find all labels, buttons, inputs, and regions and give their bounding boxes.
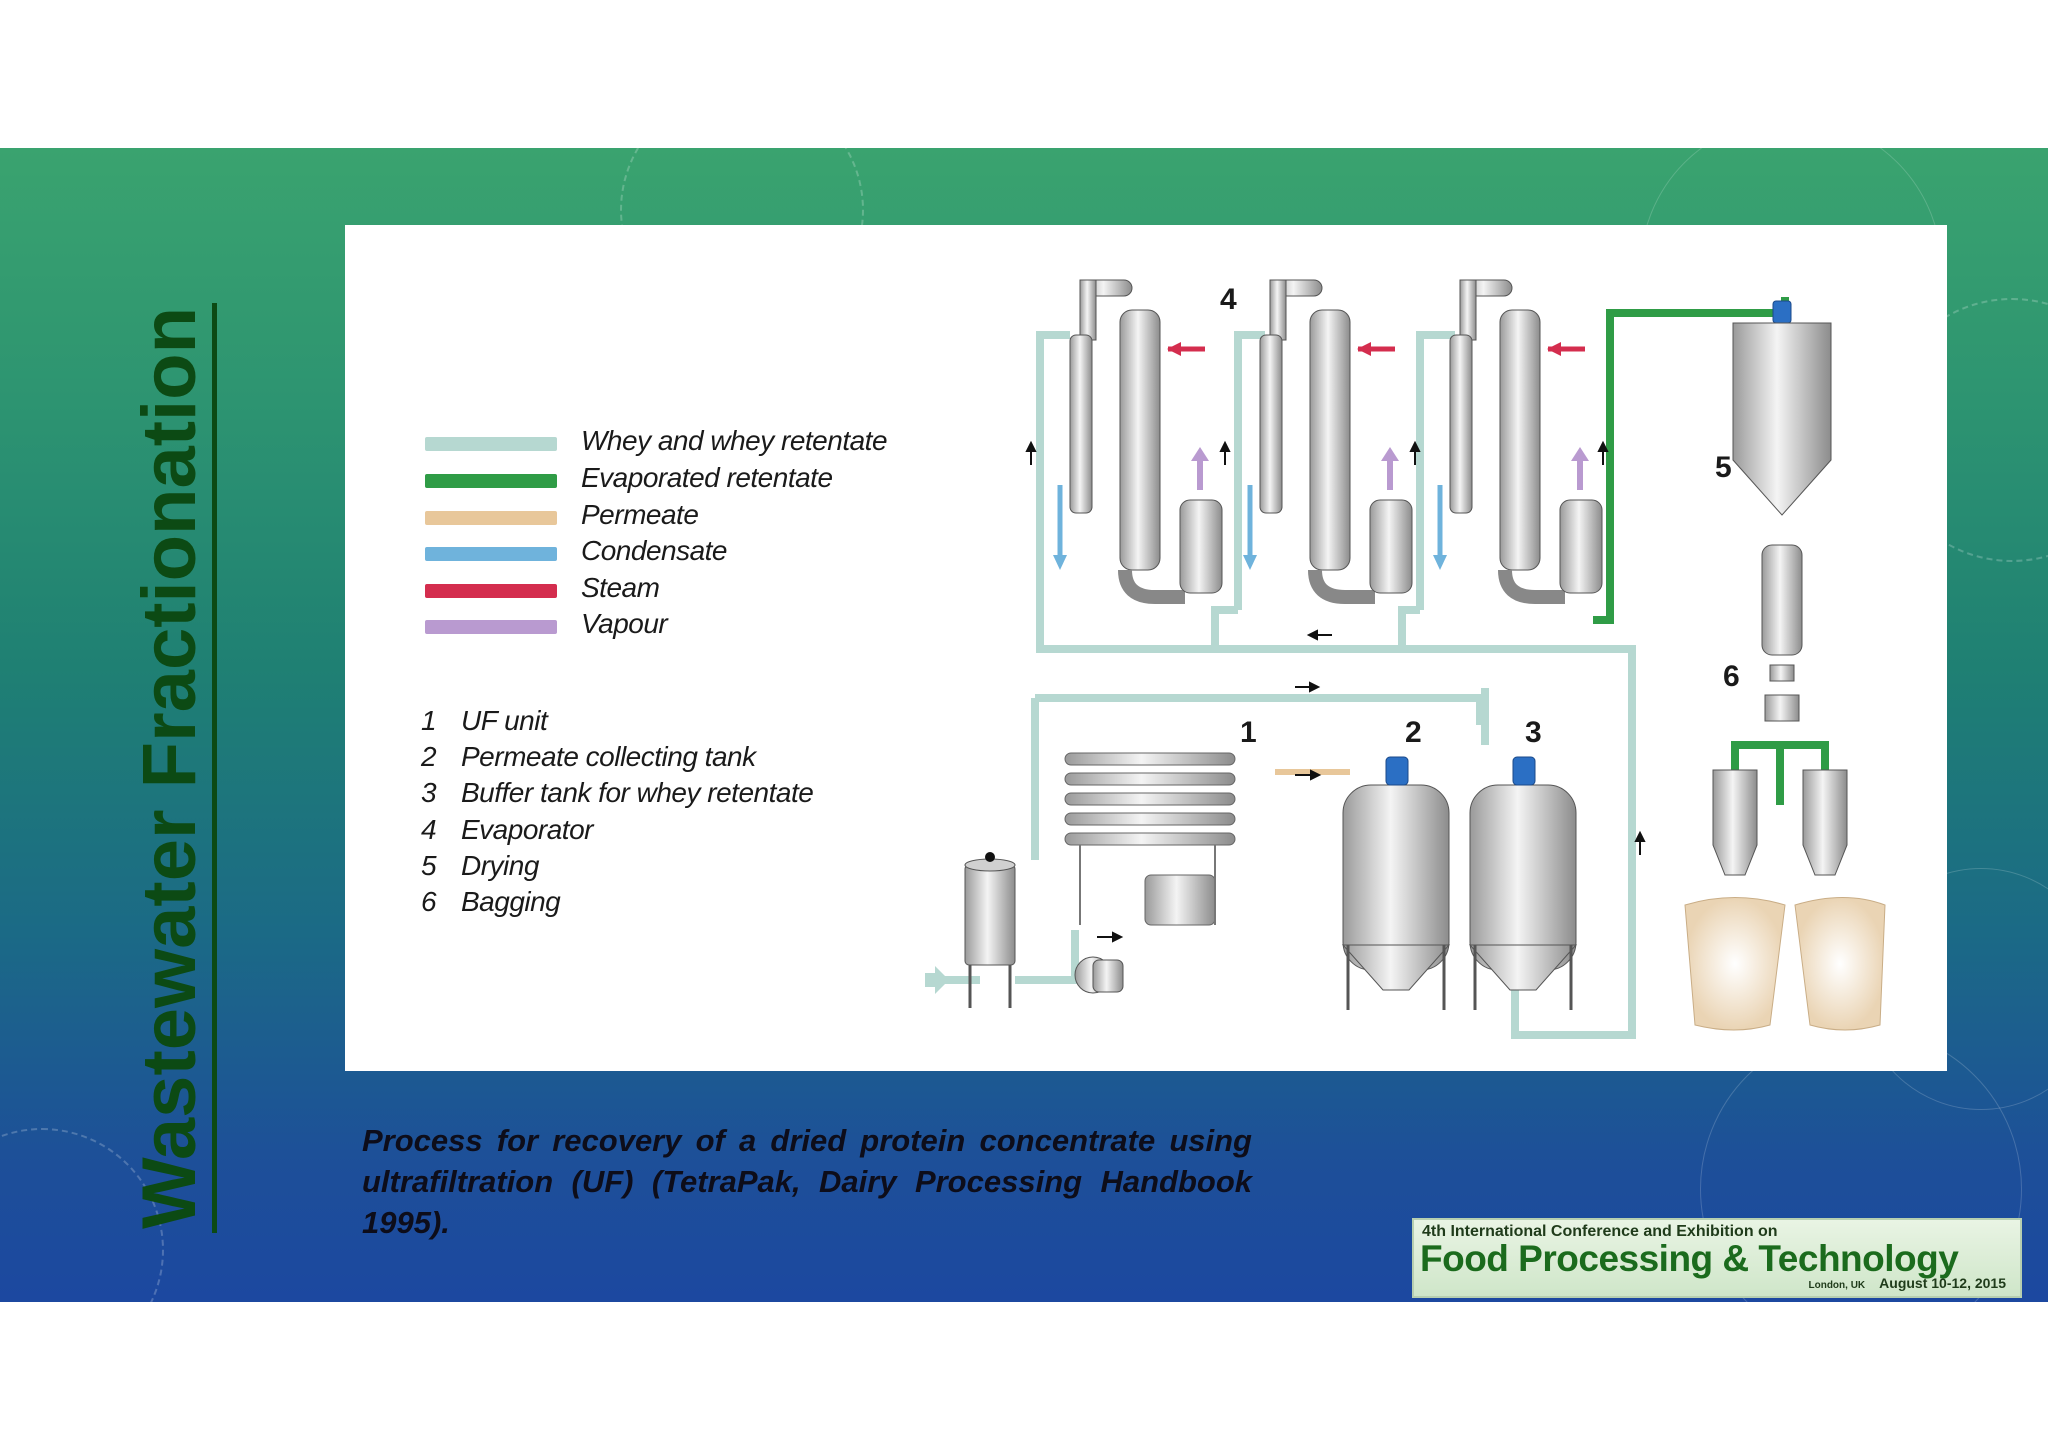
step-label: Buffer tank for whey retentate (461, 777, 814, 808)
logo-location: London, UK (1808, 1280, 1866, 1291)
legend-label: Evaporated retentate (581, 462, 833, 493)
logo-date-text: August 10-12, 2015 (1879, 1275, 2006, 1291)
process-diagram-panel: Whey and whey retentate Evaporated reten… (345, 225, 1947, 1071)
feed-tank (964, 852, 1016, 1008)
logo-line2: Food Processing & Technology (1420, 1238, 1959, 1279)
step-number: 4 (421, 814, 437, 845)
step-item: 2 Permeate collecting tank (421, 741, 921, 777)
step-number: 5 (421, 850, 437, 881)
whey-piping (940, 331, 1636, 1039)
legend-label: Condensate (581, 535, 728, 566)
step-item: 6 Bagging (421, 886, 921, 922)
label-drying: 5 (1715, 451, 1732, 484)
legend-label: Vapour (581, 608, 668, 639)
logo-date: London, UK August 10-12, 2015 (1809, 1275, 2007, 1291)
legend-item: Whey and whey retentate (425, 425, 1025, 461)
slide-background: Wastewater Fractionation Whey and whey r… (0, 148, 2048, 1302)
step-item: 5 Drying (421, 850, 921, 886)
legend-swatch (425, 584, 557, 598)
legend-label: Permeate (581, 499, 699, 530)
inlet-arrow (925, 966, 949, 994)
process-flow-illustration: 1 2 3 4 5 6 (925, 279, 1886, 1039)
legend-swatch (425, 620, 557, 634)
evaporator-stage (1433, 279, 1603, 604)
bagging-station (1684, 769, 1886, 1031)
conference-logo: 4th International Conference and Exhibit… (1412, 1218, 2022, 1298)
buffer-tank (1468, 756, 1578, 1010)
legend-swatch (425, 547, 557, 561)
legend-swatch (425, 437, 557, 451)
step-label: Drying (461, 850, 539, 881)
uf-unit (1064, 752, 1236, 926)
legend-item: Evaporated retentate (425, 462, 1025, 498)
step-label: Permeate collecting tank (461, 741, 756, 772)
logo-line1: 4th International Conference and Exhibit… (1422, 1223, 1778, 1240)
label-permeate-tank: 2 (1405, 716, 1422, 749)
figure-caption: Process for recovery of a dried protein … (362, 1123, 1252, 1240)
label-uf-unit: 1 (1240, 716, 1257, 749)
step-item: 4 Evaporator (421, 814, 921, 850)
step-item: 1 UF unit (421, 705, 921, 741)
legend-swatch (425, 511, 557, 525)
label-evaporator: 4 (1220, 283, 1237, 316)
pump (1074, 956, 1124, 994)
spray-dryer (1732, 300, 1832, 722)
evaporator-stage (1053, 279, 1223, 604)
permeate-tank (1341, 756, 1451, 1010)
step-label: Evaporator (461, 814, 593, 845)
step-number: 3 (421, 777, 437, 808)
legend-item: Permeate (425, 499, 1025, 535)
label-bagging: 6 (1723, 660, 1740, 693)
legend-swatch (425, 474, 557, 488)
evaporator-stage (1243, 279, 1413, 604)
step-label: UF unit (461, 705, 548, 736)
legend-item: Condensate (425, 535, 1025, 571)
legend-item: Steam (425, 572, 1025, 608)
step-number: 6 (421, 886, 437, 917)
slide-title: Wastewater Fractionation (127, 302, 217, 1233)
legend-item: Vapour (425, 608, 1025, 644)
step-number: 2 (421, 741, 437, 772)
label-buffer-tank: 3 (1525, 716, 1542, 749)
flow-arrows (1025, 440, 1646, 943)
step-label: Bagging (461, 886, 561, 917)
step-number: 1 (421, 705, 437, 736)
legend-label: Whey and whey retentate (581, 425, 888, 456)
legend-label: Steam (581, 572, 660, 603)
step-item: 3 Buffer tank for whey retentate (421, 777, 921, 813)
